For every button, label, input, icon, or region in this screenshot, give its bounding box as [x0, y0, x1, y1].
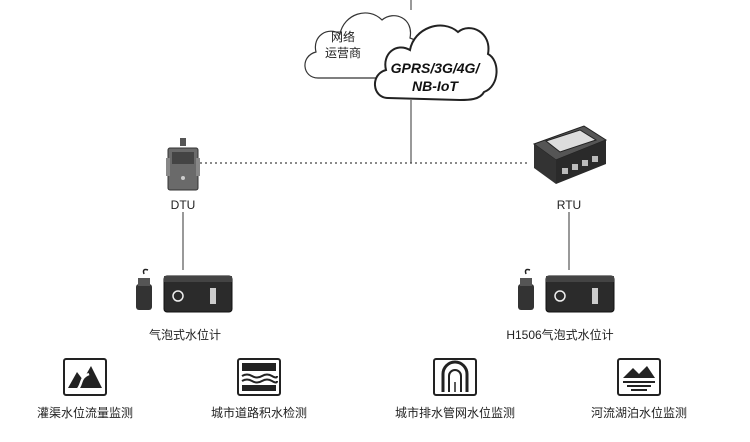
canal-icon: [63, 358, 107, 396]
network-cloud-label-line2: NB-IoT: [412, 78, 458, 94]
river-lake-icon: [617, 358, 661, 396]
network-cloud-label-line1: GPRS/3G/4G/: [390, 60, 480, 76]
right-gauge-label: H1506气泡式水位计: [506, 328, 614, 342]
drain-pipe-icon: [433, 358, 477, 396]
operator-cloud-label-line2: 运营商: [324, 46, 361, 60]
scenario-label-drain: 城市排水管网水位监测: [394, 406, 515, 420]
left-gauge-label: 气泡式水位计: [148, 328, 221, 342]
dtu-device-icon: [166, 138, 200, 191]
scenario-label-river: 河流湖泊水位监测: [590, 406, 687, 420]
scenario-label-road: 城市道路积水检测: [210, 406, 307, 420]
scenario-label-canal: 灌渠水位流量监测: [36, 406, 133, 420]
left-bubble-gauge-icon: [136, 268, 233, 313]
rtu-label: RTU: [556, 198, 582, 212]
network-cloud: [374, 24, 498, 102]
right-bubble-gauge-icon: [518, 268, 615, 313]
operator-cloud-label-line1: 网络: [330, 30, 355, 44]
dtu-label: DTU: [170, 198, 196, 212]
rtu-device-icon: [532, 125, 608, 184]
road-flood-icon: [237, 358, 281, 396]
